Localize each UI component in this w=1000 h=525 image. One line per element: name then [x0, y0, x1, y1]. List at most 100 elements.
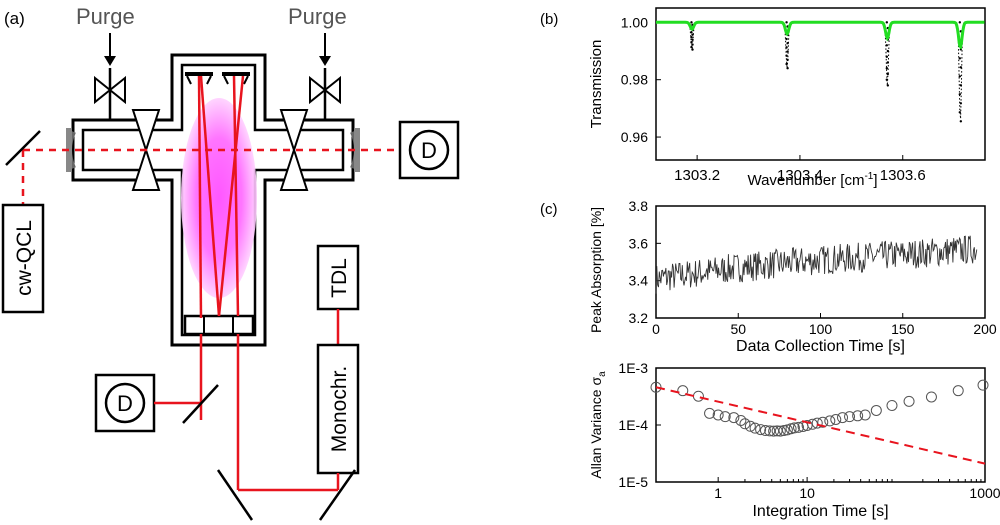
x-axis-label-tail: ] — [873, 172, 877, 189]
allan-data-point — [692, 390, 704, 402]
purge-right-label: Purge — [288, 4, 347, 29]
multipass-mirror-bottom — [183, 314, 255, 336]
detector-right-label: D — [421, 138, 437, 163]
allan-data-point — [830, 413, 842, 425]
fold-mirror-bottom-right — [318, 469, 357, 521]
qcl-fold-mirror — [5, 130, 41, 166]
allan-data-point — [755, 424, 767, 436]
allan-data-point — [844, 411, 856, 423]
setup-schematic: (a) Purge Purge — [1, 4, 460, 521]
multipass-mirrors-top — [185, 72, 250, 85]
y-tick-label: 3.6 — [629, 235, 649, 251]
allan-data-point — [792, 421, 804, 433]
allan-data-point — [739, 418, 751, 430]
fold-mirror-bottom-left — [216, 469, 254, 521]
plot-frame — [655, 205, 986, 319]
detector-bottom: D — [94, 373, 156, 433]
y-axis-label: Transmission — [588, 40, 605, 129]
monochromator-label: Monochr. — [328, 366, 351, 452]
detector-right: D — [398, 120, 460, 180]
gate-valve-right — [279, 109, 309, 191]
allan-data-point — [764, 425, 776, 437]
peak-absorption-trace — [655, 235, 978, 294]
allan-data-point — [811, 417, 823, 429]
purge-valve-left — [94, 68, 126, 120]
allan-fit-line — [655, 386, 986, 465]
x-tick-label: 1 — [714, 485, 722, 501]
tdl-source: TDL — [316, 244, 360, 311]
absorption-dip-point — [691, 48, 694, 51]
y-axis-label-sub: a — [597, 371, 608, 377]
allan-data-point — [735, 414, 747, 426]
absorption-dip-point — [958, 75, 962, 78]
absorption-dip-point — [786, 50, 789, 53]
window-right — [350, 128, 360, 172]
y-tick-label: 0.98 — [621, 72, 648, 88]
allan-data-point — [952, 385, 964, 397]
allan-data-point — [903, 395, 915, 407]
allan-data-point — [759, 425, 771, 437]
allan-data-point — [852, 410, 864, 422]
allan-data-point — [774, 425, 786, 437]
x-tick-label: 1303.6 — [880, 167, 926, 184]
x-tick-label: 10 — [799, 485, 815, 501]
x-tick-label: 1303.2 — [674, 167, 720, 184]
allan-data-point — [788, 422, 800, 434]
y-tick-label: 3.2 — [629, 310, 649, 326]
y-tick-label: 1E-4 — [618, 417, 648, 433]
allan-data-point — [744, 420, 756, 432]
chamber-inner-wall — [81, 63, 345, 337]
allan-data-point — [728, 412, 740, 424]
absorption-dip-point — [785, 21, 788, 24]
allan-data-point — [712, 409, 724, 421]
purge-right-arrow — [319, 33, 331, 66]
absorption-dip-point — [885, 21, 889, 24]
y-tick-label: 1E-5 — [618, 474, 648, 490]
allan-data-point — [925, 391, 937, 403]
x-axis-label-sup: -1 — [864, 171, 873, 182]
panel-label-a: (a) — [4, 9, 25, 28]
allan-data-point — [824, 415, 836, 427]
allan-data-point — [778, 425, 790, 437]
purge-valve-right — [309, 68, 341, 120]
absorption-dip-point — [785, 37, 788, 41]
x-tick-label: 50 — [730, 321, 746, 337]
allan-data-point — [719, 411, 731, 423]
y-axis-label: Allan Variance σa — [588, 371, 608, 479]
tdl-label: TDL — [328, 258, 351, 298]
x-axis-label: Integration Time [s] — [752, 503, 888, 520]
cw-qcl-label: cw-QCL — [13, 220, 36, 296]
x-axis-label: Wavenumber [cm-1] — [747, 171, 877, 189]
chamber-outline — [71, 53, 355, 347]
allan-data-point — [650, 381, 662, 393]
allan-data-point — [837, 412, 849, 424]
x-tick-label: 150 — [891, 321, 915, 337]
allan-data-point — [977, 379, 989, 391]
x-tick-label: 100 — [809, 321, 833, 337]
panel-label-b: (b) — [540, 11, 558, 28]
absorption-dip-point — [958, 57, 962, 60]
detector-fold-mirror — [182, 384, 219, 424]
x-tick-label: 0 — [652, 321, 660, 337]
purge-left-label: Purge — [76, 4, 135, 29]
gate-valve-left — [131, 109, 161, 191]
x-axis-label: Data Collection Time [s] — [736, 338, 905, 355]
plasma-discharge — [181, 98, 257, 298]
x-tick-label: 1000 — [969, 485, 1000, 501]
fit-transmission-line — [656, 20, 985, 50]
absorption-dip-point — [886, 84, 890, 87]
detector-bottom-label: D — [117, 391, 133, 416]
plot-frame — [655, 7, 986, 161]
monochromator: Monochr. — [316, 343, 360, 475]
allan-data-point — [886, 399, 898, 411]
y-tick-label: 1E-3 — [618, 360, 648, 376]
allan-data-point — [704, 407, 716, 419]
cw-qcl-source: cw-QCL — [1, 203, 45, 314]
allan-data-point — [817, 416, 829, 428]
purge-left-arrow — [104, 33, 116, 66]
allan-data-point — [801, 420, 813, 432]
